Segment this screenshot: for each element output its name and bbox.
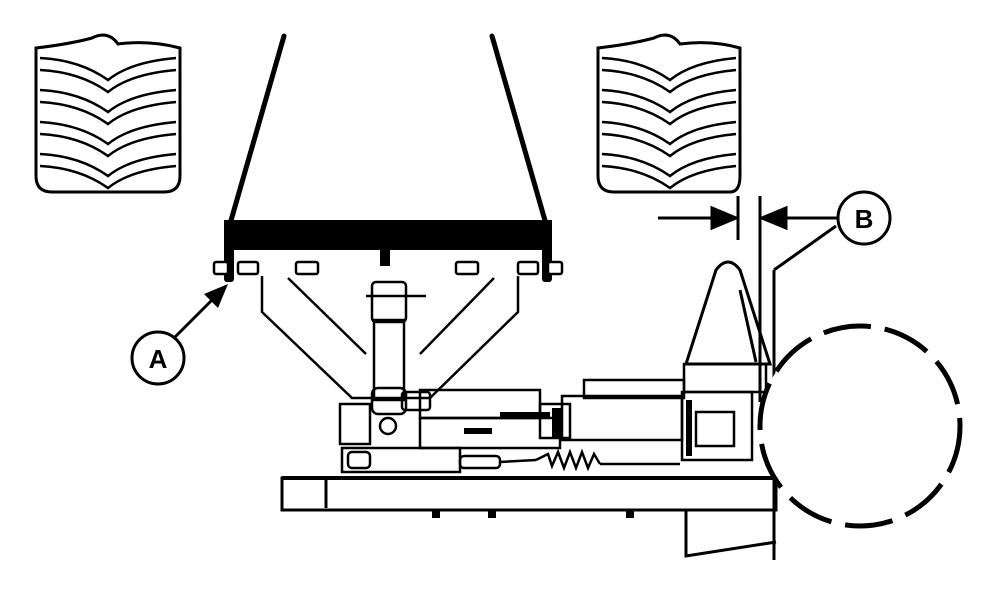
drawbar-bolts xyxy=(212,260,564,276)
hitch-bracket xyxy=(260,276,520,436)
gauge-wheel-dashed xyxy=(757,323,963,529)
left-tire-tread xyxy=(39,56,177,190)
right-tire-outline xyxy=(596,33,742,194)
right-tire xyxy=(596,33,742,194)
left-tire xyxy=(34,33,182,194)
callout-b-label: B xyxy=(855,204,874,234)
dimension-arrows-b xyxy=(658,205,840,231)
right-tire-tread xyxy=(601,56,737,190)
spindle-housing xyxy=(683,260,773,366)
deck-bolts xyxy=(432,510,634,518)
callout-a-label: A xyxy=(149,344,168,374)
tension-spring xyxy=(499,448,680,472)
left-tire-outline xyxy=(34,33,182,194)
linkage-dark-parts xyxy=(464,400,692,456)
drawbar xyxy=(224,220,552,282)
deck-skirt xyxy=(684,510,777,558)
callout-b: B xyxy=(836,190,892,246)
lift-links xyxy=(227,33,549,227)
deck-frame xyxy=(280,476,778,512)
callout-a: A xyxy=(130,284,228,386)
